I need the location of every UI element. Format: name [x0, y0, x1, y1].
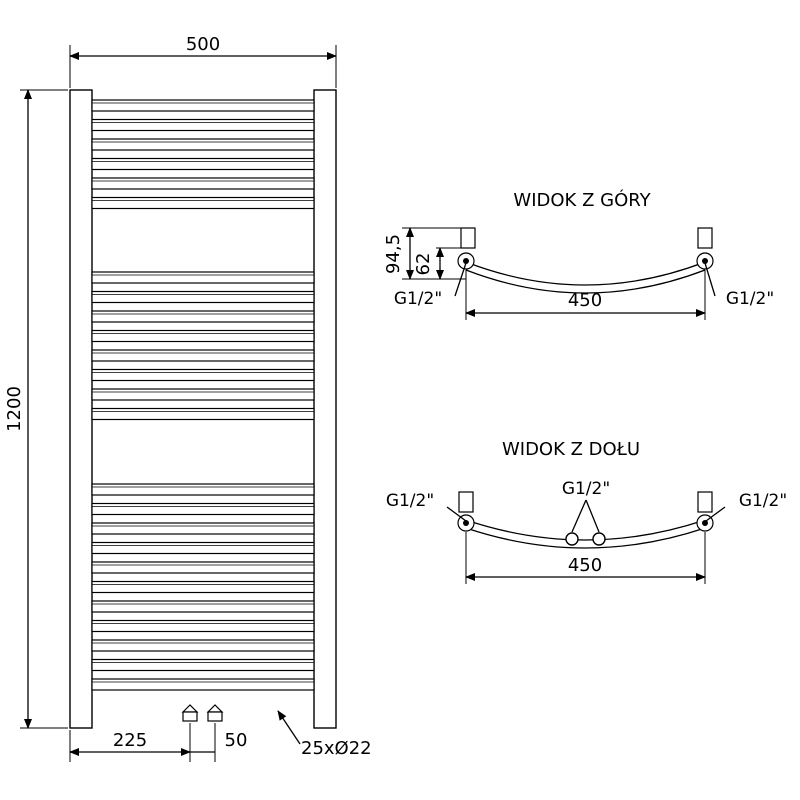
bottom-right-leader — [705, 506, 726, 522]
tube-24 — [91, 658, 315, 672]
tube-18 — [91, 541, 315, 555]
front-view: 500 1200 225 50 25xØ22 — [4, 34, 372, 762]
top-width-label: 450 — [568, 290, 602, 311]
tubes-leader-line — [277, 710, 301, 745]
tube-3 — [91, 138, 315, 151]
tube-20 — [91, 580, 315, 594]
tube-14 — [91, 407, 315, 421]
tube-7 — [91, 271, 315, 284]
valve-right — [206, 704, 224, 722]
bottom-curve-inner — [465, 527, 706, 549]
tube-8 — [91, 290, 315, 304]
top-right-leader — [704, 262, 716, 297]
top-curve-inner — [465, 269, 706, 294]
tube-10 — [91, 329, 315, 343]
tube-9 — [91, 310, 315, 323]
bottom-center-leader-right — [585, 499, 600, 533]
left-rail — [69, 89, 93, 729]
tube-12 — [91, 368, 315, 382]
tube-2 — [91, 118, 315, 132]
tube-1 — [91, 99, 315, 112]
tube-4 — [91, 157, 315, 171]
tubes-label: 25xØ22 — [301, 738, 372, 759]
top-left-leader — [454, 262, 467, 297]
tube-21 — [91, 600, 315, 613]
tube-16 — [91, 502, 315, 516]
top-left-conn-label: G1/2" — [394, 289, 442, 309]
bottom-view: WIDOK Z DOŁU G1/2" G1/2" G1/2" 450 — [386, 439, 787, 584]
tube-11 — [91, 349, 315, 362]
tube-13 — [91, 388, 315, 401]
bottom-center-connector-left — [565, 532, 579, 546]
bottom-right-connector — [696, 491, 714, 532]
top-view-title: WIDOK Z GÓRY — [513, 189, 651, 211]
tube-25 — [91, 678, 315, 691]
depth-pipe-label: 62 — [413, 253, 434, 276]
tube-22 — [91, 619, 315, 633]
valve-left — [181, 704, 199, 722]
bottom-left-connector — [457, 491, 475, 532]
top-right-conn-label: G1/2" — [726, 289, 774, 309]
tube-15 — [91, 483, 315, 496]
bottom-left-leader — [446, 506, 467, 522]
top-left-connector — [457, 227, 476, 270]
top-curve-outer — [465, 261, 706, 286]
width-label: 500 — [186, 34, 220, 55]
bottom-right-conn-label: G1/2" — [739, 491, 787, 511]
bottom-left-conn-label: G1/2" — [386, 491, 434, 511]
spacing-label: 50 — [225, 730, 248, 751]
height-label: 1200 — [4, 386, 25, 432]
top-right-connector — [696, 227, 714, 270]
tube-5 — [91, 177, 315, 190]
bottom-view-title: WIDOK Z DOŁU — [502, 439, 640, 460]
tube-23 — [91, 639, 315, 652]
horizontal-tubes — [91, 99, 315, 691]
bottom-center-leader-left — [571, 499, 587, 533]
bottom-width-label: 450 — [568, 555, 602, 576]
right-rail — [313, 89, 337, 729]
offset-label: 225 — [113, 730, 147, 751]
tube-19 — [91, 561, 315, 574]
tube-6 — [91, 196, 315, 210]
bottom-curve-outer — [465, 519, 706, 541]
bottom-center-connector-right — [592, 532, 606, 546]
depth-total-label: 94,5 — [383, 234, 404, 274]
top-view: WIDOK Z GÓRY 94,5 62 G1/2" G1/2" — [383, 189, 774, 320]
tube-17 — [91, 522, 315, 535]
bottom-center-conn-label: G1/2" — [562, 479, 610, 499]
